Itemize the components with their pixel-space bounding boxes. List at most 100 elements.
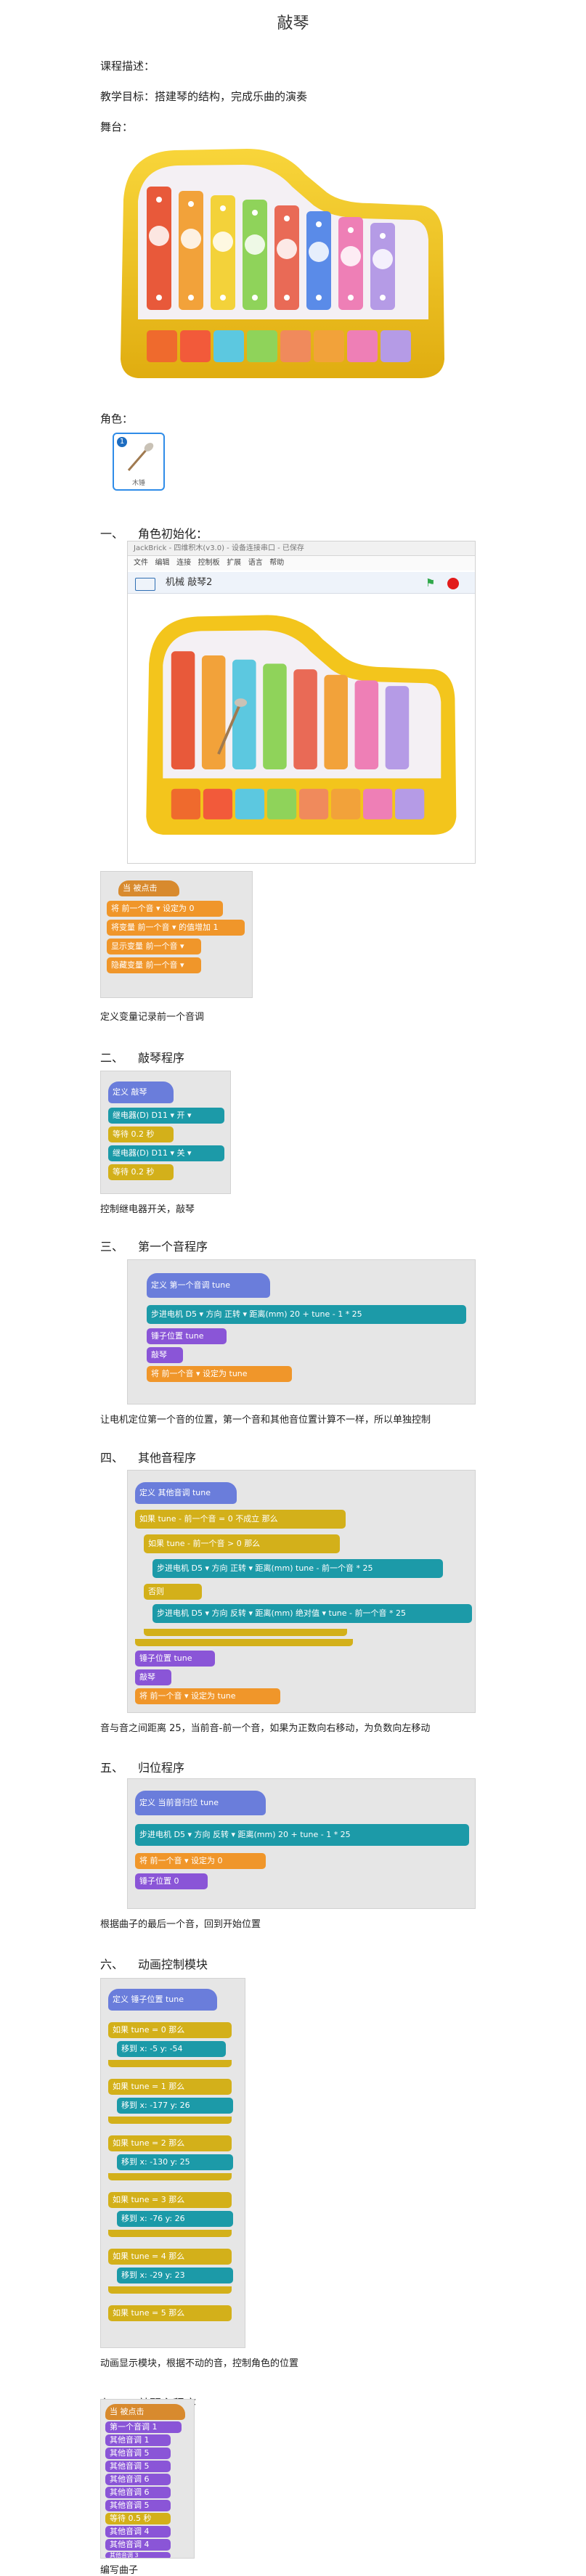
code-block[interactable]: 其他音调 5 xyxy=(105,2448,171,2459)
menu-item-connect[interactable]: 连接 xyxy=(176,559,192,567)
sprite-number-badge: 1 xyxy=(117,437,127,447)
menu-item-help[interactable]: 帮助 xyxy=(269,559,285,567)
code-block[interactable]: 锤子位置 tune xyxy=(135,1651,215,1667)
code-block[interactable]: 继电器(D) D11 ▾ 关 ▾ xyxy=(108,1145,224,1161)
section-caption: 编写曲子 xyxy=(100,2565,139,2576)
code-block[interactable]: 定义 第一个音调 tune xyxy=(147,1273,270,1298)
code-block[interactable]: 否则 xyxy=(144,1584,202,1600)
menu-bar: 文件 编辑 连接 控制板 扩展 语言 帮助 xyxy=(128,556,475,571)
code-block[interactable]: 定义 敲琴 xyxy=(108,1081,174,1103)
code-block[interactable]: 将变量 前一个音 ▾ 的值增加 1 xyxy=(107,920,245,936)
code-block[interactable]: 其他音调 3 xyxy=(105,2552,171,2558)
code-block[interactable]: 显示变量 前一个音 ▾ xyxy=(107,939,201,954)
if-block-end xyxy=(108,2230,232,2237)
code-block[interactable]: 等待 0.2 秒 xyxy=(108,1127,174,1142)
section-title: 归位程序 xyxy=(138,1761,185,1775)
code-block[interactable]: 步进电机 D5 ▾ 方向 反转 ▾ 距离(mm) 20 + tune - 1 *… xyxy=(135,1824,469,1846)
code-block[interactable]: 锤子位置 tune xyxy=(147,1328,227,1344)
code-block[interactable]: 移到 x: -29 y: 23 xyxy=(117,2268,233,2283)
code-block[interactable]: 其他音调 5 xyxy=(105,2500,171,2511)
green-flag-icon[interactable]: ⚑ xyxy=(426,576,436,589)
code-block[interactable]: 当 被点击 xyxy=(118,880,179,896)
if-block-end xyxy=(108,2173,232,2180)
code-block[interactable]: 锤子位置 0 xyxy=(135,1873,208,1889)
code-block[interactable]: 敲琴 xyxy=(135,1669,171,1685)
section-title: 其他音程序 xyxy=(138,1451,197,1465)
stage-title: 机械 敲琴2 xyxy=(166,577,213,588)
code-block[interactable]: 定义 其他音调 tune xyxy=(135,1482,237,1504)
code-block[interactable]: 如果 tune = 0 那么 xyxy=(108,2022,232,2038)
code-block[interactable]: 其他音调 4 xyxy=(105,2539,171,2551)
code-block[interactable]: 将 前一个音 ▾ 设定为 0 xyxy=(135,1853,266,1869)
menu-item-file[interactable]: 文件 xyxy=(134,559,148,567)
code-block[interactable]: 移到 x: -76 y: 26 xyxy=(117,2211,233,2227)
code-block[interactable]: 将 前一个音 ▾ 设定为 0 xyxy=(107,901,223,917)
code-block[interactable]: 步进电机 D5 ▾ 方向 正转 ▾ 距离(mm) 20 + tune - 1 *… xyxy=(147,1305,466,1324)
code-block[interactable]: 第一个音调 1 xyxy=(105,2421,182,2433)
stage-mode-icon[interactable] xyxy=(135,578,155,591)
code-block[interactable]: 移到 x: -130 y: 25 xyxy=(117,2154,233,2170)
if-block-end xyxy=(108,2117,232,2124)
code-panel-main: 当 被点击 第一个音调 1 其他音调 1 其他音调 5 其他音调 5 其他音调 … xyxy=(100,2399,195,2559)
code-block[interactable]: 其他音调 6 xyxy=(105,2487,171,2498)
code-panel-other-notes: 定义 其他音调 tune 如果 tune - 前一个音 = 0 不成立 那么 如… xyxy=(127,1470,476,1713)
teaching-goal: 教学目标：搭建琴的结构，完成乐曲的演奏 xyxy=(100,90,308,103)
menu-item-extensions[interactable]: 扩展 xyxy=(227,559,242,567)
code-block[interactable]: 隐藏变量 前一个音 ▾ xyxy=(107,957,201,973)
if-block-end xyxy=(144,1629,347,1636)
code-panel-first-note: 定义 第一个音调 tune 步进电机 D5 ▾ 方向 正转 ▾ 距离(mm) 2… xyxy=(127,1259,476,1404)
if-block-end xyxy=(108,2060,232,2067)
code-block[interactable]: 将 前一个音 ▾ 设定为 tune xyxy=(147,1366,292,1382)
menu-item-board[interactable]: 控制板 xyxy=(198,559,220,567)
code-block[interactable]: 如果 tune - 前一个音 = 0 不成立 那么 xyxy=(135,1510,346,1529)
code-block[interactable]: 将 前一个音 ▾ 设定为 tune xyxy=(135,1688,280,1704)
section-caption: 让电机定位第一个音的位置，第一个音和其他音位置计算不一样，所以单独控制 xyxy=(100,1415,431,1426)
stop-icon[interactable] xyxy=(447,578,459,589)
code-block[interactable]: 其他音调 1 xyxy=(105,2434,171,2446)
code-block[interactable]: 敲琴 xyxy=(147,1347,183,1363)
code-block[interactable]: 等待 0.5 秒 xyxy=(105,2513,171,2524)
sprite-name: 木锤 xyxy=(131,480,145,487)
section-title: 角色初始化： xyxy=(138,527,208,541)
code-block[interactable]: 移到 x: -177 y: 26 xyxy=(117,2098,233,2114)
code-block[interactable]: 其他音调 4 xyxy=(105,2526,171,2538)
sprite-thumbnail[interactable]: 1 木锤 xyxy=(113,433,165,491)
code-block[interactable]: 移到 x: -5 y: -54 xyxy=(117,2041,226,2057)
code-block[interactable]: 步进电机 D5 ▾ 方向 反转 ▾ 距离(mm) 绝对值 ▾ tune - 前一… xyxy=(152,1604,472,1623)
menu-item-edit[interactable]: 编辑 xyxy=(155,559,170,567)
code-block[interactable]: 继电器(D) D11 ▾ 开 ▾ xyxy=(108,1108,224,1124)
code-block[interactable]: 其他音调 5 xyxy=(105,2461,171,2472)
code-block[interactable]: 如果 tune = 5 那么 xyxy=(108,2305,232,2321)
section-caption: 根据曲子的最后一个音，回到开始位置 xyxy=(100,1919,261,1930)
section-caption: 控制继电器开关，敲琴 xyxy=(100,1204,195,1215)
section-title: 动画控制模块 xyxy=(138,1958,208,1971)
code-block[interactable]: 如果 tune = 4 那么 xyxy=(108,2249,232,2265)
xylophone-image xyxy=(109,142,450,392)
section-title: 敲琴程序 xyxy=(138,1051,185,1065)
code-block[interactable]: 如果 tune = 2 那么 xyxy=(108,2135,232,2151)
software-window: JackBrick - 四维积木(v3.0) - 设备连接串口 - 已保存 文件… xyxy=(127,541,476,864)
xylophone-illustration xyxy=(121,149,444,378)
code-block[interactable]: 等待 0.2 秒 xyxy=(108,1164,174,1180)
code-block[interactable]: 如果 tune = 3 那么 xyxy=(108,2192,232,2208)
code-block[interactable]: 定义 当前音归位 tune xyxy=(135,1791,266,1815)
mallet-icon xyxy=(127,443,154,471)
code-panel-animation: 定义 锤子位置 tune 如果 tune = 0 那么 移到 x: -5 y: … xyxy=(100,1978,245,2348)
code-panel-strike: 定义 敲琴 继电器(D) D11 ▾ 开 ▾ 等待 0.2 秒 继电器(D) D… xyxy=(100,1071,231,1194)
section-caption: 音与音之间距离 25，当前音-前一个音，如果为正数向右移动，为负数向左移动 xyxy=(100,1723,431,1734)
section-title: 第一个音程序 xyxy=(138,1240,208,1254)
stage-xylophone xyxy=(146,615,457,835)
code-block[interactable]: 当 被点击 xyxy=(105,2404,185,2420)
menu-item-language[interactable]: 语言 xyxy=(248,559,263,567)
stage-label: 舞台： xyxy=(100,120,134,134)
code-block[interactable]: 如果 tune - 前一个音 > 0 那么 xyxy=(144,1534,340,1553)
section-number: 四、 xyxy=(100,1451,124,1465)
section-number: 六、 xyxy=(100,1958,124,1971)
code-block[interactable]: 如果 tune = 1 那么 xyxy=(108,2079,232,2095)
role-label: 角色： xyxy=(100,412,134,425)
code-block[interactable]: 其他音调 6 xyxy=(105,2474,171,2485)
code-block[interactable]: 步进电机 D5 ▾ 方向 正转 ▾ 距离(mm) tune - 前一个音 * 2… xyxy=(152,1559,443,1578)
code-block[interactable]: 定义 锤子位置 tune xyxy=(108,1989,217,2011)
course-description-label: 课程描述： xyxy=(100,60,155,73)
section-number: 三、 xyxy=(100,1240,124,1254)
